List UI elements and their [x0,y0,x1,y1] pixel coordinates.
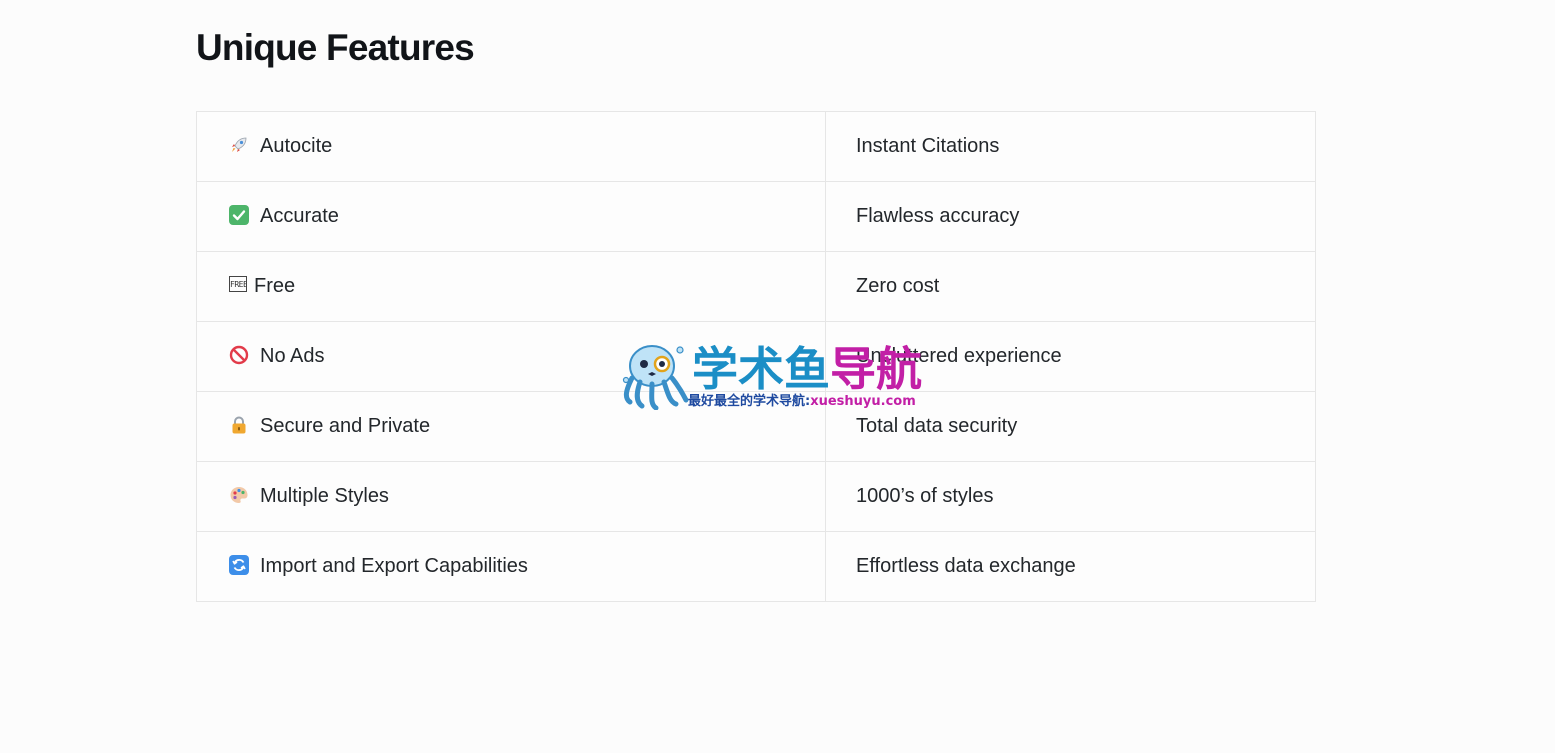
prohibited-icon [229,345,249,365]
feature-label: Autocite [260,135,333,157]
feature-cell: FREE Free [196,251,826,322]
artist-palette-icon [229,485,249,505]
table-row: Autocite Instant Citations [196,111,1316,182]
feature-cell: No Ads [196,321,826,392]
check-mark-button-icon [229,205,249,225]
feature-cell: Secure and Private [196,391,826,462]
feature-label: Secure and Private [260,415,431,437]
feature-label: Multiple Styles [260,485,389,507]
watermark-subtitle: 最好最全的学术导航:xueshuyu.com [688,394,916,409]
feature-description: Effortless data exchange [825,531,1316,602]
watermark-logo: 学术鱼导航 最好最全的学术导航:xueshuyu.com [620,340,940,412]
feature-label: Import and Export Capabilities [260,555,528,577]
counterclockwise-arrows-icon [229,555,249,575]
feature-description: Instant Citations [856,135,1000,157]
features-table: Autocite Instant Citations Accurate Flaw… [196,111,1316,602]
feature-description: 1000’s of styles [825,461,1316,532]
feature-cell: Multiple Styles [196,461,826,532]
watermark-title: 学术鱼导航 [692,342,922,396]
page-title: Unique Features [196,27,475,68]
rocket-icon [229,135,249,155]
table-row: Accurate Flawless accuracy [196,181,1316,252]
table-row: Secure and Private Total data security [196,391,1316,462]
free-button-icon: FREE [229,276,247,292]
lock-icon [229,415,249,435]
feature-label: Accurate [260,205,339,227]
feature-label: No Ads [260,345,325,367]
feature-description: Uncluttered experience [825,321,1316,392]
feature-description: Total data security [825,391,1316,462]
table-row: No Ads Uncluttered experience [196,321,1316,392]
feature-cell: Import and Export Capabilities [196,531,826,602]
feature-description: Flawless accuracy [825,181,1316,252]
table-row: Multiple Styles 1000’s of styles [196,461,1316,532]
watermark-url: xueshuyu.com [810,394,916,409]
feature-cell: Autocite [196,111,826,182]
feature-label: Free [254,275,296,297]
table-row: Import and Export Capabilities Effortles… [196,531,1316,602]
table-row: FREE Free Zero cost [196,251,1316,322]
octopus-mascot-icon [620,340,690,411]
feature-cell: Accurate [196,181,826,252]
feature-description: Zero cost [825,251,1316,322]
